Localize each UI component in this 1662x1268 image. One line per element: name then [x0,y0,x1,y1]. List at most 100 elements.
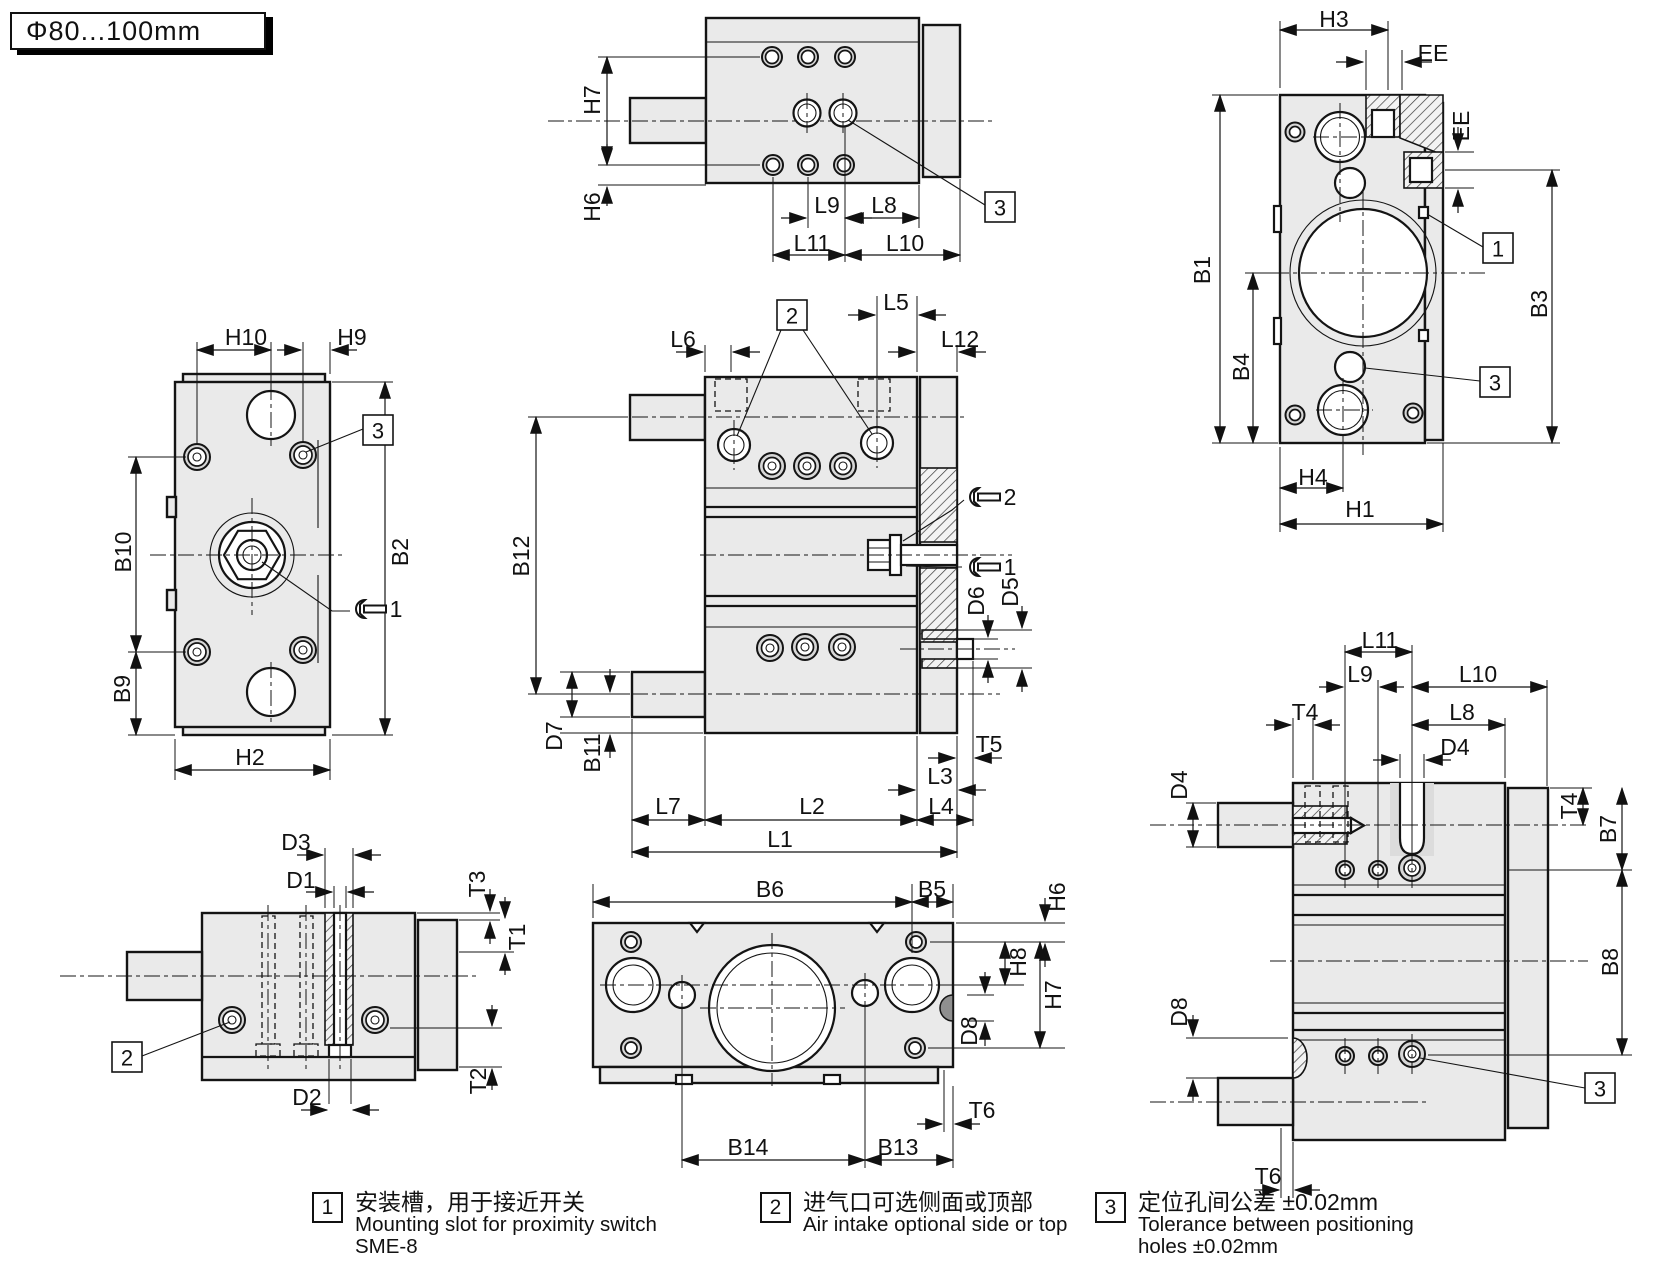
legend-3-en2: holes ±0.02mm [1138,1234,1279,1258]
callout-box [1479,366,1511,398]
wrench-icon [969,557,1001,577]
side-view [128,342,393,780]
dimension-label: B11 [579,733,605,772]
dimension-label: H6 [579,192,605,221]
wrench-number: 1 [1004,554,1017,580]
callout-number: 3 [994,196,1006,221]
dimension-label: B6 [756,876,784,902]
dimension-label: B14 [728,1134,769,1160]
dimension-label: D8 [1166,997,1192,1026]
front-section-view [528,296,1032,858]
dimension-label: B10 [110,532,136,573]
legend-3-zh: 定位孔间公差 ±0.02mm [1138,1189,1379,1215]
dimension-label: L2 [799,793,825,819]
dimension-label: L5 [883,289,909,315]
dimension-label: H10 [225,324,267,350]
dimension-label: T6 [969,1097,996,1123]
dimension-label: D4 [1166,770,1192,800]
wrench-icon [969,487,1001,507]
dimension-label: L7 [655,793,681,819]
side-section-view [60,848,514,1116]
legend-1-en2: SME-8 [355,1234,418,1258]
dimension-label: D4 [1440,734,1470,760]
dimension-label: D3 [281,829,310,855]
legend-number-3: 3 [1095,1192,1126,1223]
dimension-label: H4 [1298,464,1328,490]
dimension-label: L6 [670,326,696,352]
dimension-label: L10 [1459,661,1497,687]
dimension-label: D6 [963,586,989,615]
dimension-label: D5 [997,577,1023,606]
title-box: Φ80...100mm [10,12,266,50]
legend-item-3: 3 定位孔间公差 ±0.02mm Tolerance between posit… [1095,1190,1414,1257]
dimension-label: D8 [956,1016,982,1045]
dimension-label: H7 [579,85,605,114]
legend-2-en: Air intake optional side or top [803,1213,1068,1237]
top-section-view [1150,645,1632,1198]
dimension-label: EE [1418,40,1449,66]
legend-1-zh: 安装槽，用于接近开关 [355,1189,585,1215]
dimension-label: B4 [1228,353,1254,381]
callout-box [111,1041,143,1073]
legend-item-2: 2 进气口可选侧面或顶部 Air intake optional side or… [760,1190,1067,1236]
legend-item-1: 1 安装槽，用于接近开关 Mounting slot for proximity… [312,1190,657,1257]
dimension-label: B2 [387,538,413,566]
dimension-label: T1 [504,924,530,951]
wrench-icon [355,599,387,619]
dimension-label: D2 [292,1084,321,1110]
callout-number: 1 [1492,237,1504,262]
title-text: Φ80...100mm [26,15,202,46]
dimension-label: L4 [928,793,954,819]
dimension-label: B8 [1597,948,1623,976]
legend-1-en: Mounting slot for proximity switch [355,1213,657,1237]
wrench-number: 1 [390,596,403,622]
callout-number: 2 [786,304,798,329]
dimension-label: L11 [1362,627,1399,653]
dimension-label: H9 [337,324,366,350]
dimension-label: D7 [541,721,567,750]
dimension-label: B7 [1595,815,1621,843]
dimension-label: L1 [767,826,793,852]
dimension-label: L12 [941,326,979,352]
legend-number-1: 1 [312,1192,343,1223]
callout-box [1482,232,1514,264]
dimension-label: T6 [1255,1163,1282,1189]
dimension-label: B9 [109,675,135,703]
dimension-label: B1 [1189,256,1215,284]
dimension-label: H2 [235,744,264,770]
bottom-view [591,884,1065,1168]
dimension-label: H6 [1044,882,1070,911]
callout-box [1584,1072,1616,1104]
dimension-label: T4 [1556,792,1582,819]
wrench-markers: 1 2 1 [355,484,1017,622]
legend-3-en: Tolerance between positioning [1138,1213,1414,1237]
dimension-label: B13 [878,1134,919,1160]
dimension-label: D1 [286,867,315,893]
dimension-label: L11 [794,230,831,256]
end-view [1212,21,1560,532]
callout-number: 3 [372,419,384,444]
dimension-label: B3 [1526,290,1552,318]
dimension-label: L9 [1347,661,1373,687]
dimension-label: L9 [814,192,840,218]
top-view [548,16,992,262]
dimension-label: H3 [1319,6,1348,32]
dimension-label: T4 [1292,699,1319,725]
dimension-label: B5 [918,876,946,902]
dimension-label: T5 [976,731,1003,757]
dimension-label: T2 [465,1068,491,1095]
wrench-number: 2 [1004,484,1017,510]
dimension-label: L10 [886,230,924,256]
dimension-label: L3 [927,763,953,789]
legend-number-2: 2 [760,1192,791,1223]
legend-2-zh: 进气口可选侧面或顶部 [803,1189,1033,1215]
dimension-label: B12 [508,536,534,577]
dimension-label: H1 [1345,496,1374,522]
dimension-label: EE [1448,111,1474,142]
dimension-label: L8 [1449,699,1475,725]
dimension-label: H7 [1040,980,1066,1009]
